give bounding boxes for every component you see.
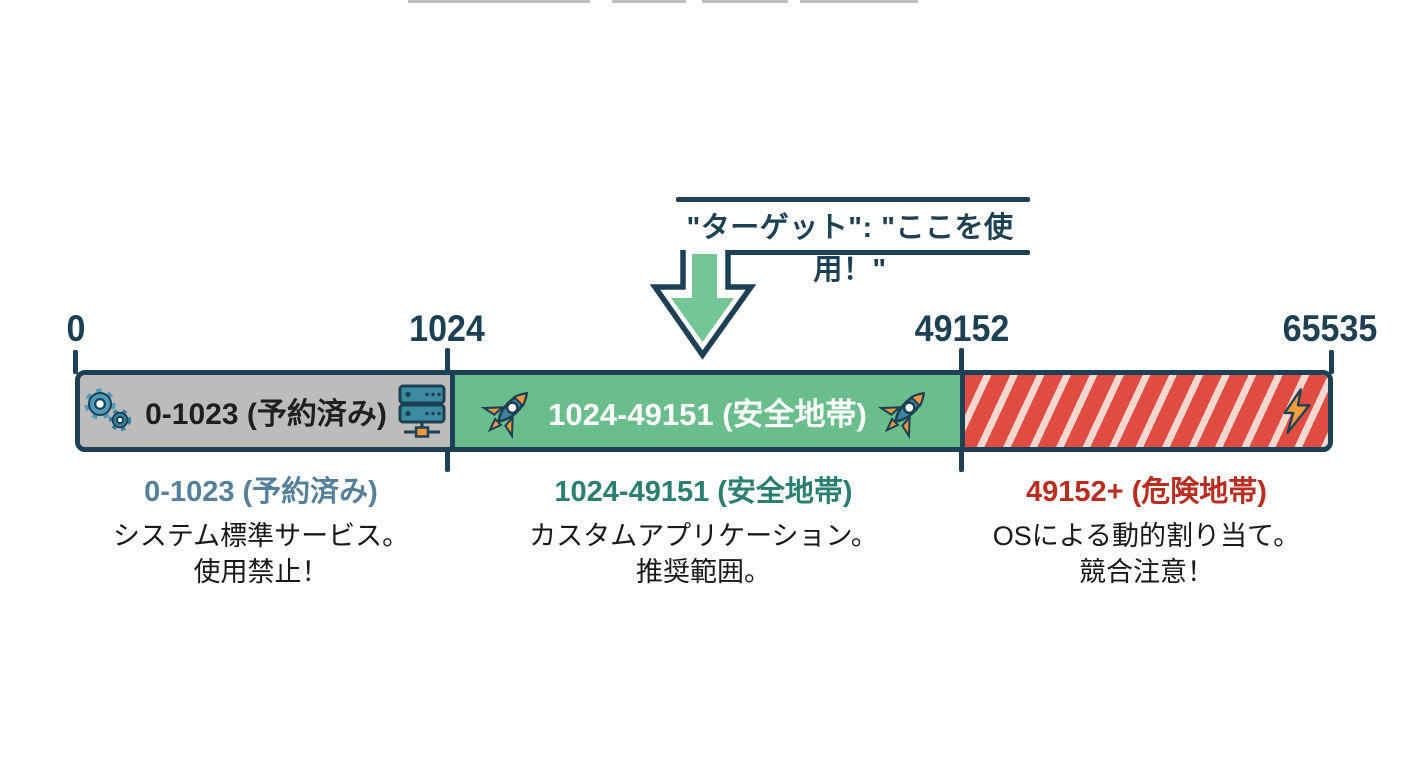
lightning-icon	[1283, 388, 1311, 434]
rocket-icon	[877, 391, 925, 440]
axis-tick-label-65535: 65535	[1282, 308, 1378, 349]
legend-danger-title: 49152+ (危険地帯)	[1026, 476, 1267, 508]
axis-tick-label-49152: 49152	[914, 308, 1010, 349]
cropped-title-remnant	[408, 0, 590, 3]
callout-bottom-rule	[723, 250, 1030, 255]
gears-icon	[84, 388, 132, 432]
port-range-bar: 0-1023 (予約済み) 1024-49151 (安全地帯)	[75, 370, 1333, 452]
axis-tick-label-0: 0	[66, 308, 86, 349]
legend-safe-line1: カスタムアプリケーション。	[529, 521, 878, 551]
legend-danger-line2: 競合注意！	[1079, 557, 1214, 587]
cropped-title-remnant	[800, 0, 918, 3]
segment-danger-ports	[965, 375, 1328, 447]
reserved-range-label: 0-1023 (予約済み)	[145, 398, 387, 431]
axis-tick-label-1024: 1024	[409, 308, 485, 349]
segment-safe-ports: 1024-49151 (安全地帯)	[450, 375, 965, 447]
cropped-title-remnant	[612, 0, 686, 3]
legend-reserved-line2: 使用禁止！	[193, 557, 329, 587]
callout-top-rule	[676, 197, 1030, 202]
tick-mark-0	[73, 350, 78, 374]
segment-reserved-ports: 0-1023 (予約済み)	[80, 375, 450, 447]
rocket-icon	[480, 391, 529, 440]
down-arrow-icon	[649, 250, 757, 360]
legend-reserved-line1: システム標準サービス。	[112, 521, 410, 551]
legend-safe-line2: 推奨範囲。	[636, 557, 771, 587]
server-icon	[398, 384, 446, 438]
safe-range-label: 1024-49151 (安全地帯)	[548, 396, 867, 432]
legend-danger: 49152+ (危険地帯) OSによる動的割り当て。 競合注意！	[960, 468, 1333, 590]
tick-mark-65535	[1329, 350, 1334, 374]
legend-safe: 1024-49151 (安全地帯) カスタムアプリケーション。 推奨範囲。	[447, 468, 960, 590]
legend-reserved-title: 0-1023 (予約済み)	[144, 476, 378, 508]
legend-danger-line1: OSによる動的割り当て。	[992, 521, 1301, 551]
legend-reserved: 0-1023 (予約済み) システム標準サービス。 使用禁止！	[75, 468, 447, 590]
callout-label: "ターゲット": "ここを使用！"	[686, 212, 1014, 286]
legend-safe-title: 1024-49151 (安全地帯)	[554, 476, 853, 508]
cropped-title-remnant	[702, 0, 788, 3]
